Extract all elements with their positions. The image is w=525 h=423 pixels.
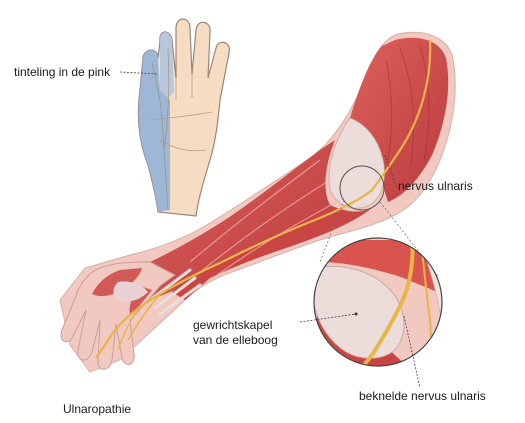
elbow-magnifier-illustration <box>300 236 470 382</box>
label-tingling-little-finger: tinteling in de pink <box>14 65 110 80</box>
numb-zone-ring-finger <box>160 32 174 98</box>
label-elbow-joint-capsule: gewrichtskapel van de elleboog <box>193 318 278 348</box>
label-capsule-line2: van de elleboog <box>193 333 278 348</box>
diagram-title: Ulnaropathie <box>63 402 131 417</box>
hand-illustration <box>138 19 229 216</box>
capsule-callout-dot <box>355 313 358 316</box>
label-ulnar-nerve: nervus ulnaris <box>398 179 473 194</box>
label-entrapped-ulnar-nerve: beknelde nervus ulnaris <box>359 389 486 404</box>
label-capsule-line1: gewrichtskapel <box>193 318 278 333</box>
